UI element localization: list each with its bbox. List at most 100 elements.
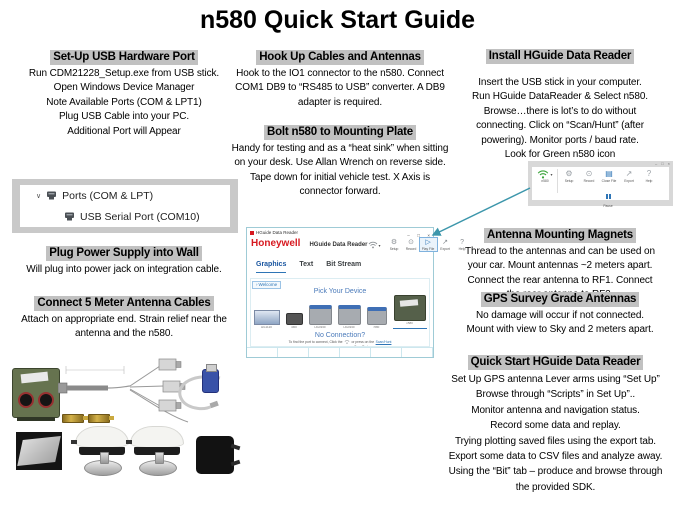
text-line: No damage will occur if not connected. [476,310,644,321]
record-icon: ⊙ [585,169,593,178]
honeywell-logo: Honeywell [251,238,301,249]
mounting-plate-photo [16,432,62,470]
export-button[interactable]: ↗Export [437,238,454,251]
text-line: Record some data and replay. [490,420,621,432]
text-line: connector forward. [299,186,381,198]
setup-button[interactable]: ⚙Setup [386,238,403,251]
text-line: the provided SDK. [515,481,596,493]
text-line: your car. Mount antennas ~2 meters apart… [467,260,653,272]
ports-group-label[interactable]: Ports (COM & LPT) [62,189,154,202]
text-line: Trying plotting saved files using the ex… [455,435,656,447]
device-i580[interactable]: i580 [366,306,387,330]
hguide-data-reader-screenshot: HGuide Data Reader – □ × Honeywell HGuid… [246,227,465,358]
power-adapter-photo [196,436,241,474]
rf-connector-photo [62,414,88,423]
no-connection-text: No Connection? [314,332,366,339]
usb-serial-port-row[interactable]: USB Serial Port (COM10) [20,206,230,227]
minimize-button[interactable]: – [407,232,410,238]
text-line: Attach on appropriate end. Strain relief… [21,314,227,325]
gear-icon: ⚙ [565,169,573,178]
app-toolbar: ⚙Setup ⊙Record ▷Play File ↗Export ?Help [386,237,471,252]
help-icon: ? [460,239,464,246]
app-icon [250,230,254,235]
maximize-button[interactable]: □ [417,232,420,238]
help-button[interactable]: ?Help [639,169,659,183]
help-button[interactable]: ?Help [454,238,471,251]
ports-group-row[interactable]: ∨ Ports (COM & LPT) [20,185,230,206]
device-n580[interactable]: n580 [392,295,427,329]
pick-your-device-text: Pick Your Device [313,288,367,295]
section-bolt-plate: Bolt n580 to Mounting Plate Handy for te… [222,122,458,200]
n580-connection-button[interactable]: ▾ n580 [534,169,556,183]
reader-toolbar-screenshot: – □ × ▾ n580 ⚙Setup ⊙Record ▤Close File … [528,161,673,208]
connector-photo [18,392,34,408]
play-file-button[interactable]: ▷Play File [418,237,438,252]
text-line: Browse…there is lot’s to do without [483,105,637,117]
app-tabs: Graphics Text Bit Stream [247,259,433,273]
export-icon: ↗ [442,239,448,246]
record-button[interactable]: ⊙Record [579,169,599,183]
breadcrumb[interactable]: ›Welcome [252,280,282,289]
pointer-arrow [431,187,531,236]
usb-cable-drawing [178,375,221,411]
window-title: HGuide Data Reader [256,230,299,235]
section-install-reader: Install HGuide Data Reader Insert the US… [446,46,674,162]
close-button[interactable]: × [427,232,430,238]
text-line: powering). Monitor ports / baud rate. [481,134,639,146]
usb-serial-port-label[interactable]: USB Serial Port (COM10) [80,210,200,223]
text-line: Run HGuide DataReader & Select n580. [472,91,648,103]
gear-icon: ⚙ [390,239,398,246]
device-hg1120[interactable]: HG1120 [253,309,280,330]
text-line: Handy for testing and as a “heat sink” w… [231,143,449,154]
app-header: Honeywell HGuide Data Reader ▾ ⚙Setup ⊙R… [247,237,465,259]
setup-button[interactable]: ⚙Setup [559,169,579,183]
device-hg4930[interactable]: HG4930 [337,304,361,330]
text-line: Hook to the IO1 connector to the n580. C… [236,68,444,79]
section-heading: Plug Power Supply into Wall [46,246,202,261]
wifi-green-icon [538,169,549,178]
device-i300[interactable]: i300 [285,312,303,330]
chevron-down-icon[interactable]: ∨ [36,192,42,200]
record-button[interactable]: ⊙Record [403,238,420,251]
export-icon: ↗ [625,169,633,178]
connection-dropdown[interactable]: ▾ [368,241,381,249]
tab-text[interactable]: Text [299,261,314,268]
page-title: n580 Quick Start Guide [199,6,476,34]
text-line: Insert the USB stick in your computer. [478,77,642,88]
toolbar-separator [557,169,558,193]
text-line: Thread to the antennas and can be used o… [465,246,655,257]
close-file-button[interactable]: ▤Close File [599,169,619,183]
maximize-button[interactable]: □ [661,161,664,166]
serial-port-icon [65,212,74,221]
text-line: Using the “Bit” tab – produce and browse… [448,466,663,478]
tab-graphics[interactable]: Graphics [256,261,287,273]
text-line: on your desk. Use Allan Wrench on revers… [234,157,446,169]
minimize-button[interactable]: – [655,161,658,166]
com-port-label: Com Port: [354,345,370,347]
text-line: Open Windows Device Manager [53,82,195,94]
pause-button[interactable]: Pause [598,186,618,208]
tab-bit-stream[interactable]: Bit Stream [326,261,362,268]
close-button[interactable]: × [667,161,670,166]
scan-hunt-link[interactable]: Scan/Hunt [375,340,392,344]
section-heading: Antenna Mounting Magnets [484,228,636,243]
section-gps-antennas: GPS Survey Grade Antennas No damage will… [446,289,674,338]
gps-antenna-photo [126,426,184,455]
section-heading: GPS Survey Grade Antennas [480,292,640,307]
text-line: connecting. Click on “Scan/Hunt” (after [476,120,644,132]
text-line: Additional Port will Appear [67,125,181,137]
magnet-mount-photo [139,452,177,476]
serial-port-icon [47,191,57,200]
text-line: Export some data to CSV files and analyz… [448,451,663,463]
gps-antenna-photo [71,426,129,455]
wifi-icon [368,241,377,249]
section-hookup-cables: Hook Up Cables and Antennas Hook to the … [225,47,455,110]
section-power-supply: Plug Power Supply into Wall Will plug in… [10,243,238,277]
port-info: Com Port: Baud Rate: 1000000 [354,345,429,347]
device-hg4930[interactable]: HG4930 [308,304,332,330]
record-icon: ⊙ [408,239,414,246]
text-line: Plug USB Cable into your PC. [58,111,190,123]
export-button[interactable]: ↗Export [619,169,639,183]
ports-tree: ∨ Ports (COM & LPT) USB Serial Port (COM… [20,185,230,227]
